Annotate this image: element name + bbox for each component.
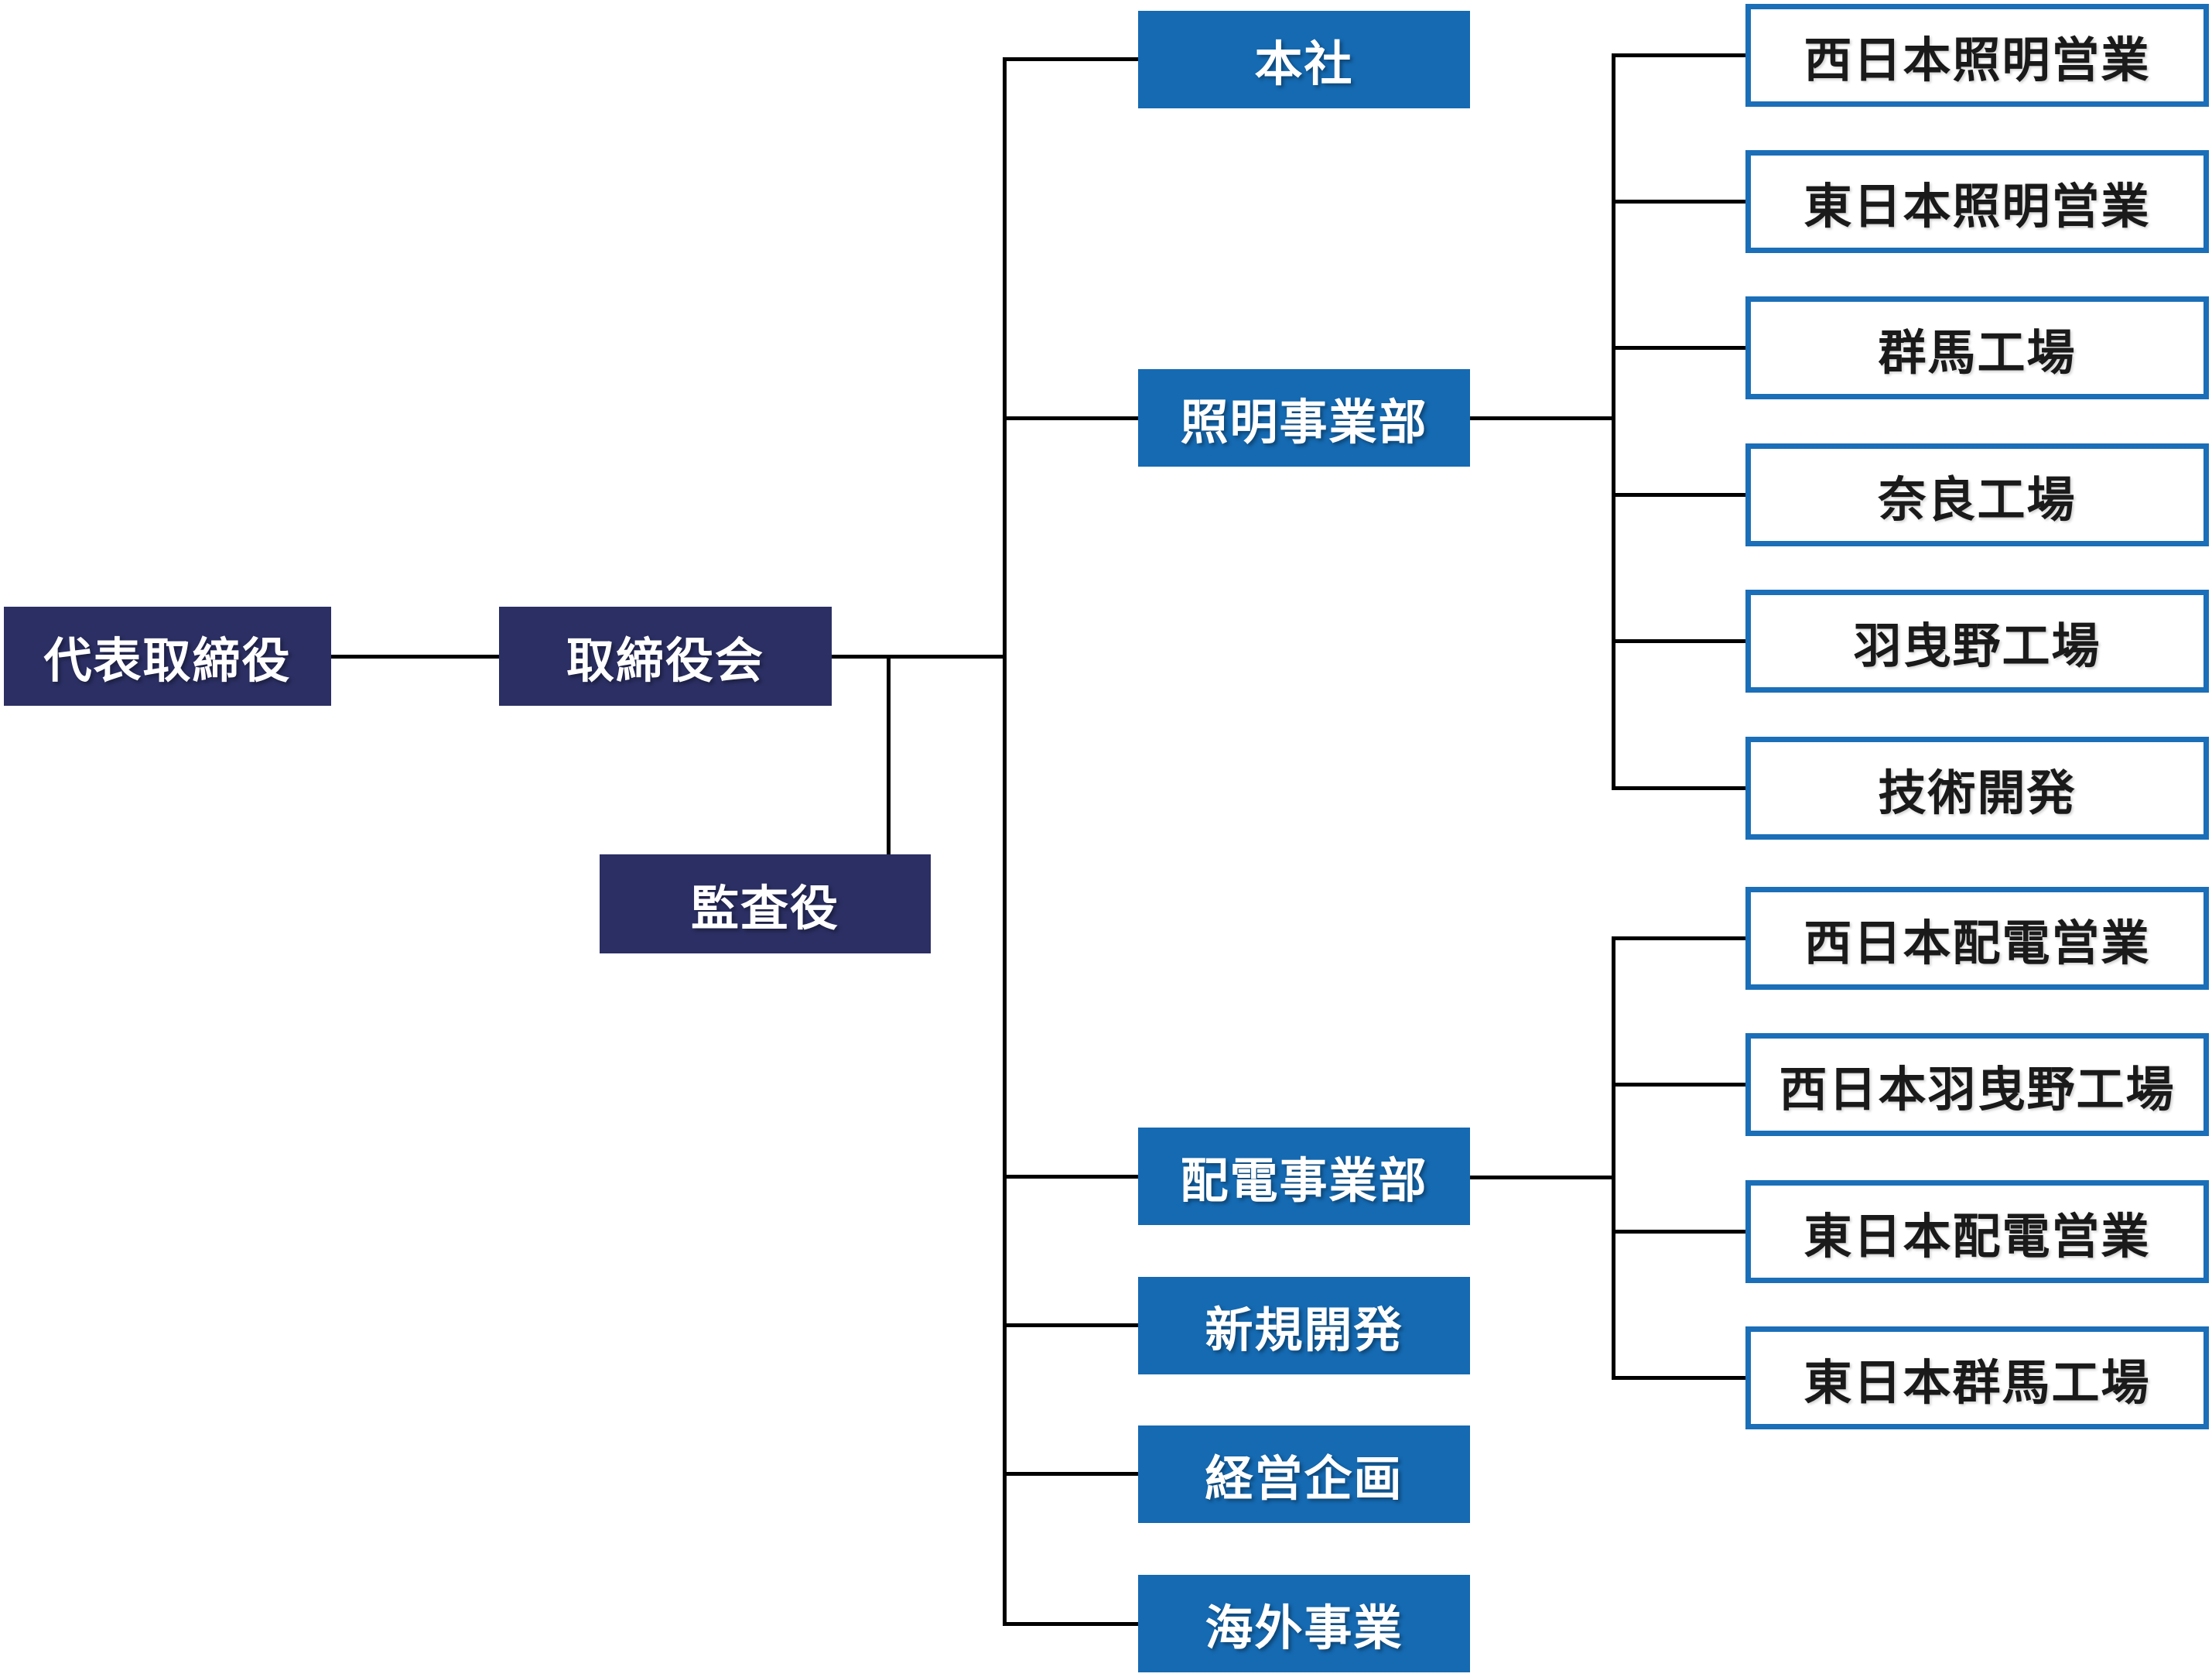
node-gunma-plant: 群馬工場	[1745, 296, 2209, 399]
node-label: 新規開発	[1205, 1304, 1403, 1357]
node-auditor: 監査役	[600, 854, 931, 953]
node-label: 群馬工場	[1878, 326, 2077, 380]
stub-distribution-division	[1003, 1175, 1138, 1179]
stub-overseas-business	[1003, 1622, 1138, 1626]
connector-auditor-drop	[887, 656, 891, 857]
node-east-japan-gunma-plant: 東日本群馬工場	[1745, 1326, 2209, 1429]
node-head-office: 本社	[1138, 11, 1470, 108]
connector-board-to-trunk	[832, 655, 1007, 659]
node-board-of-directors: 取締役会	[499, 607, 832, 706]
stub-lighting-child-0	[1612, 53, 1745, 57]
trunk-distribution-vertical	[1612, 936, 1615, 1380]
node-label: 奈良工場	[1878, 473, 2077, 527]
stub-distribution-child-3	[1612, 1376, 1745, 1380]
stub-lighting-child-4	[1612, 639, 1745, 643]
node-representative-director: 代表取締役	[4, 607, 331, 706]
stub-lighting-child-1	[1612, 200, 1745, 204]
stub-corporate-planning	[1003, 1472, 1138, 1476]
node-label: 羽曳野工場	[1853, 619, 2101, 673]
node-west-japan-distribution-sales: 西日本配電営業	[1745, 887, 2209, 990]
feed-distribution-to-trunk	[1470, 1176, 1615, 1179]
stub-lighting-child-2	[1612, 346, 1745, 350]
node-label: 配電事業部	[1180, 1155, 1428, 1208]
node-label: 経営企画	[1205, 1453, 1403, 1506]
node-label: 西日本配電営業	[1803, 916, 2151, 970]
trunk-main-vertical	[1003, 57, 1007, 1625]
stub-lighting-division	[1003, 416, 1138, 420]
node-distribution-division: 配電事業部	[1138, 1128, 1470, 1225]
node-habikino-plant: 羽曳野工場	[1745, 590, 2209, 693]
node-west-japan-habikino-plant: 西日本羽曳野工場	[1745, 1033, 2209, 1136]
node-label: 技術開発	[1878, 766, 2077, 820]
stub-new-development	[1003, 1323, 1138, 1327]
node-label: 照明事業部	[1180, 396, 1428, 450]
node-nara-plant: 奈良工場	[1745, 443, 2209, 546]
stub-distribution-child-0	[1612, 936, 1745, 940]
node-new-development: 新規開発	[1138, 1277, 1470, 1374]
node-label: 東日本照明営業	[1803, 180, 2151, 234]
node-east-japan-distribution-sales: 東日本配電営業	[1745, 1180, 2209, 1283]
node-corporate-planning: 経営企画	[1138, 1425, 1470, 1523]
node-label: 東日本群馬工場	[1803, 1356, 2151, 1410]
node-label: 取締役会	[566, 635, 764, 688]
node-label: 代表取締役	[43, 635, 292, 688]
stub-lighting-child-3	[1612, 493, 1745, 497]
node-overseas-business: 海外事業	[1138, 1575, 1470, 1672]
feed-lighting-to-trunk	[1470, 416, 1615, 420]
node-label: 監査役	[690, 882, 839, 936]
stub-distribution-child-2	[1612, 1230, 1745, 1234]
stub-lighting-child-5	[1612, 786, 1745, 790]
node-lighting-division: 照明事業部	[1138, 369, 1470, 467]
connector-rep-to-board	[331, 655, 499, 659]
node-label: 西日本羽曳野工場	[1779, 1063, 2176, 1117]
node-label: 海外事業	[1205, 1602, 1403, 1655]
node-east-japan-lighting-sales: 東日本照明営業	[1745, 150, 2209, 253]
node-technology-development: 技術開発	[1745, 737, 2209, 840]
node-label: 西日本照明営業	[1803, 33, 2151, 87]
node-label: 本社	[1254, 38, 1354, 91]
node-label: 東日本配電営業	[1803, 1210, 2151, 1264]
stub-head-office	[1003, 57, 1138, 61]
node-west-japan-lighting-sales: 西日本照明営業	[1745, 4, 2209, 107]
stub-distribution-child-1	[1612, 1083, 1745, 1087]
trunk-lighting-vertical	[1612, 53, 1615, 790]
